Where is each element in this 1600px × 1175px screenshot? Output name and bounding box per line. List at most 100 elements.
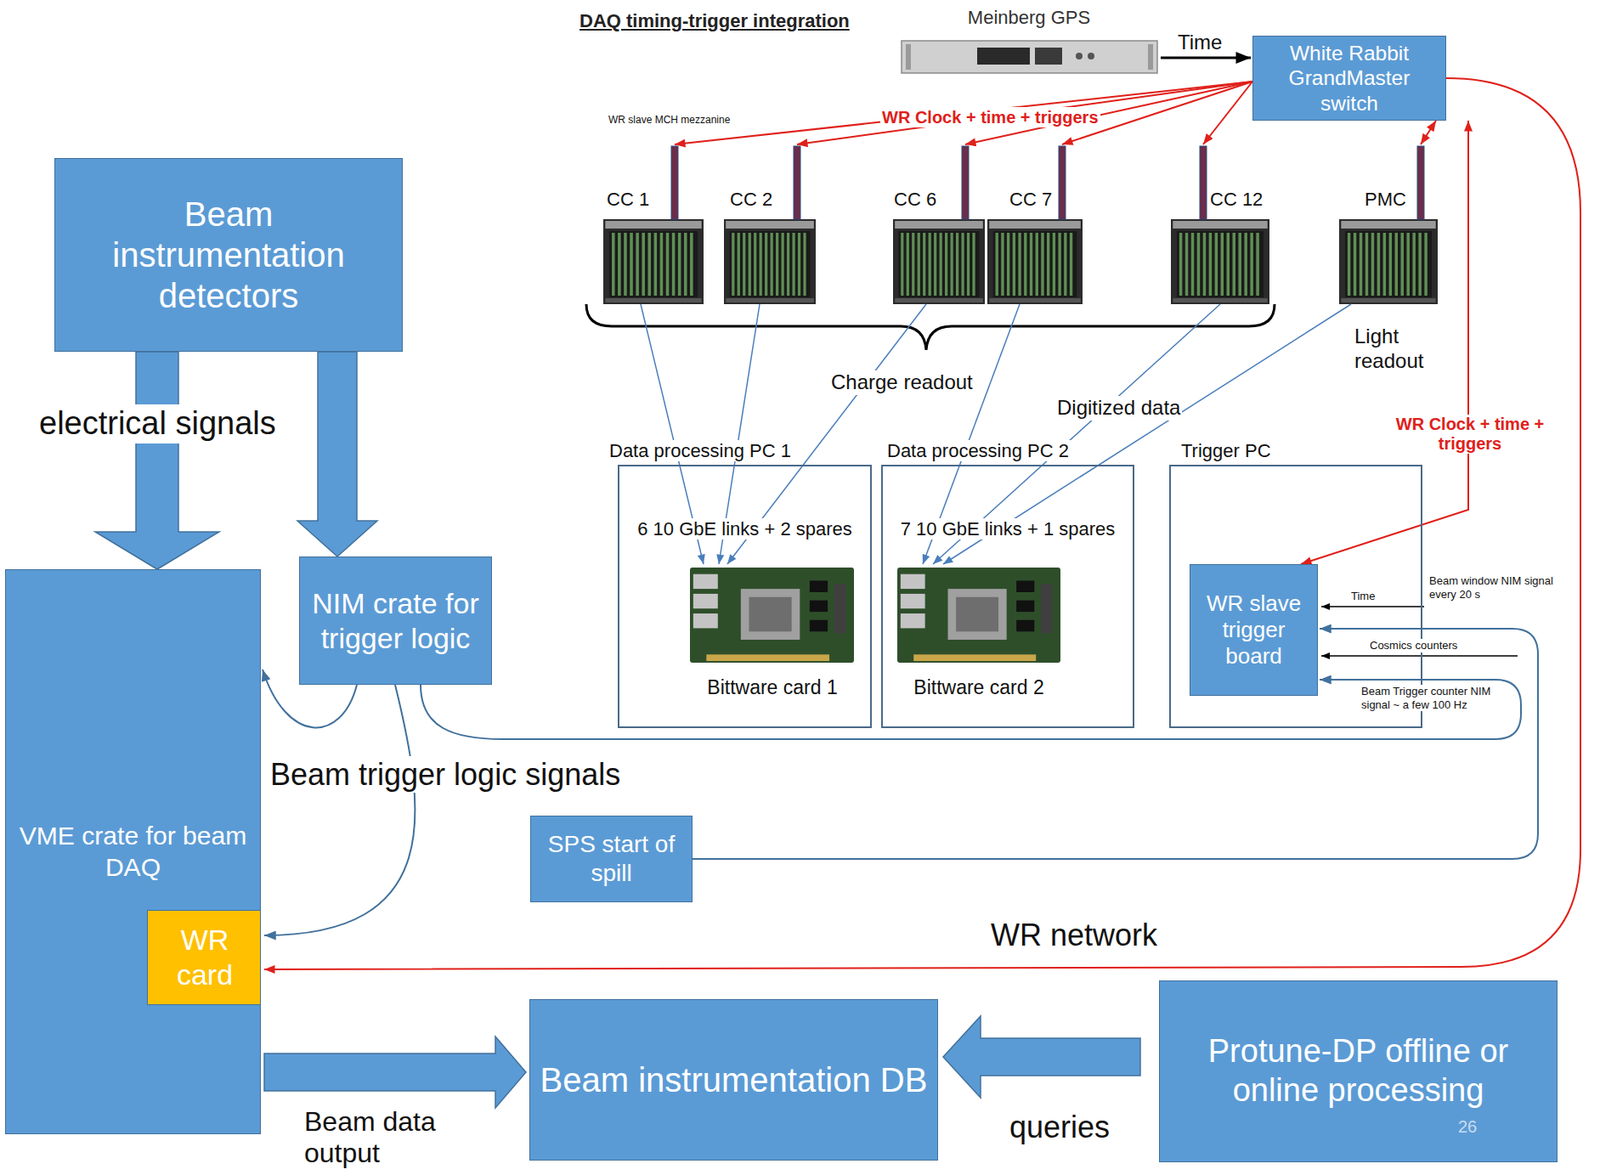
- mezzanine-bar: [671, 146, 679, 220]
- box-text: Beam instrumentation detectors: [63, 193, 394, 317]
- spill-signal-box: SPS start of spill: [530, 815, 693, 903]
- connector-line: [674, 81, 1253, 145]
- block-arrow: [943, 1016, 1141, 1098]
- crate-image: [987, 219, 1083, 305]
- pc-heading: Data processing PC 2: [885, 440, 1071, 462]
- mezzanine-bar: [793, 146, 801, 220]
- fpga-card-image: [689, 567, 854, 663]
- annotation-label: Digitized data: [1055, 395, 1182, 421]
- diagram-title: DAQ timing-trigger integration: [579, 10, 850, 33]
- readout-crate: CC 6: [892, 144, 986, 305]
- text-row: Bittware card 2: [893, 676, 1064, 700]
- gps-handle: [1147, 44, 1154, 70]
- annotation-label: Time: [1349, 589, 1377, 604]
- mezzanine-bar: [1417, 146, 1425, 220]
- nim-crate-box: NIM crate for trigger logic: [299, 556, 492, 685]
- connector-label: WR Clock + time + triggers: [1393, 414, 1547, 454]
- box-text: White Rabbit GrandMaster switch: [1261, 40, 1437, 116]
- connector-label: WR network: [989, 917, 1160, 953]
- pc-note: 6 10 GbE links + 2 spares: [635, 518, 854, 540]
- fpga-card: Bittware card 2: [893, 564, 1064, 709]
- signal-wire: [1321, 605, 1425, 608]
- grouping-bracket: [586, 304, 1275, 351]
- annotation-label: Light readout: [1352, 324, 1442, 374]
- crate-label: CC 6: [893, 188, 937, 211]
- annotation-label: Charge readout: [829, 370, 975, 396]
- fpga-card: Bittware card 1: [686, 564, 859, 709]
- text-row: 6 10 GbE links + 2 spares: [617, 518, 872, 541]
- crate-image: [1170, 219, 1270, 305]
- crate-image: [603, 219, 704, 305]
- crate-label: CC 2: [729, 188, 773, 211]
- crate-image: [723, 219, 816, 305]
- gps-handle: [905, 44, 911, 70]
- block-arrow: [264, 1036, 526, 1109]
- signal-wire: [1321, 655, 1518, 657]
- text-row: Data processing PC 1: [607, 440, 793, 463]
- annotation-label: Beam Trigger counter NIM signal ~ a few …: [1359, 684, 1512, 712]
- annotation-label: Cosmics counters: [1368, 638, 1459, 653]
- mezzanine-bar: [1199, 146, 1207, 220]
- connector-line: [797, 81, 1253, 145]
- box-text: WR slave trigger board: [1198, 590, 1309, 671]
- pc-enclosure: Data processing PC 1 6 10 GbE links + 2 s…: [607, 440, 872, 729]
- text-row: Bittware card 1: [686, 676, 859, 700]
- crate-label: CC 7: [1009, 188, 1052, 211]
- readout-crate: CC 7: [987, 144, 1083, 305]
- readout-crate: PMC: [1339, 144, 1440, 305]
- box-text: Beam instrumentation DB: [540, 1059, 928, 1101]
- fpga-card-image: [897, 567, 1061, 663]
- card-label: Bittware card 1: [705, 676, 839, 699]
- text-row: Data processing PC 2: [885, 440, 1071, 463]
- pc-enclosure: Data processing PC 2 7 10 GbE links + 1 s…: [881, 440, 1135, 729]
- processing-box: Protune-DP offline or online processing: [1159, 980, 1558, 1163]
- gps-display: [977, 47, 1030, 65]
- annotation-label: WR Clock + time + triggers: [880, 107, 1101, 128]
- gps-device: [901, 40, 1158, 74]
- connector-line: [692, 628, 1538, 860]
- card-label: Bittware card 2: [911, 676, 1046, 699]
- box-text: Protune-DP offline or online processing: [1168, 1032, 1549, 1110]
- mezzanine-bar: [961, 146, 969, 220]
- device-label: Meinberg GPS: [967, 6, 1091, 29]
- database-box: Beam instrumentation DB: [529, 999, 939, 1161]
- pc-heading: Data processing PC 1: [607, 440, 793, 462]
- box-text: WR card: [156, 922, 254, 993]
- gps-receiver: Meinberg GPS: [898, 6, 1160, 79]
- box-text: NIM crate for trigger logic: [308, 586, 483, 656]
- crate-image: [893, 219, 985, 305]
- readout-crate: CC 2: [722, 144, 818, 305]
- annotation-label: electrical signals: [37, 404, 278, 444]
- readout-crate: CC 12: [1170, 144, 1272, 305]
- connector-label: Time: [1175, 30, 1224, 55]
- connector-line: [1420, 120, 1437, 145]
- pc-heading: Trigger PC: [1179, 440, 1273, 462]
- text-row: 7 10 GbE links + 1 spares: [881, 518, 1135, 541]
- connector-line: [1203, 81, 1253, 145]
- gps-knob: [1087, 52, 1095, 60]
- crate-label: CC 12: [1209, 188, 1263, 211]
- block-arrow: [297, 351, 378, 557]
- annotation-label: Beam trigger logic signals: [268, 756, 622, 793]
- block-arrow: [95, 351, 220, 570]
- connector-line: [264, 684, 415, 936]
- connector-line: [1300, 120, 1469, 565]
- detector-box: Beam instrumentation detectors: [54, 158, 403, 352]
- vme-crate-box: VME crate for beam DAQ WR card: [5, 569, 261, 1135]
- gps-knob: [1075, 52, 1083, 60]
- connector-line: [1160, 56, 1251, 60]
- wr-card-box: WR card: [146, 910, 261, 1006]
- connector-label: Beam data output: [302, 1106, 493, 1170]
- label-row: Meinberg GPS: [898, 6, 1160, 29]
- box-text: VME crate for beam DAQ: [14, 820, 252, 882]
- annotation-label: Beam window NIM signal every 20 s: [1427, 574, 1559, 601]
- annotation-label: 26: [1458, 1116, 1477, 1137]
- trigger-board: WR slave trigger board: [1189, 564, 1318, 696]
- readout-crate: CC 1: [603, 144, 706, 305]
- mezzanine-bar: [1058, 146, 1066, 220]
- annotation-label: WR slave MCH mezzanine: [606, 113, 732, 126]
- grandmaster-switch: White Rabbit GrandMaster switch: [1252, 35, 1447, 121]
- crate-label: PMC: [1364, 188, 1407, 211]
